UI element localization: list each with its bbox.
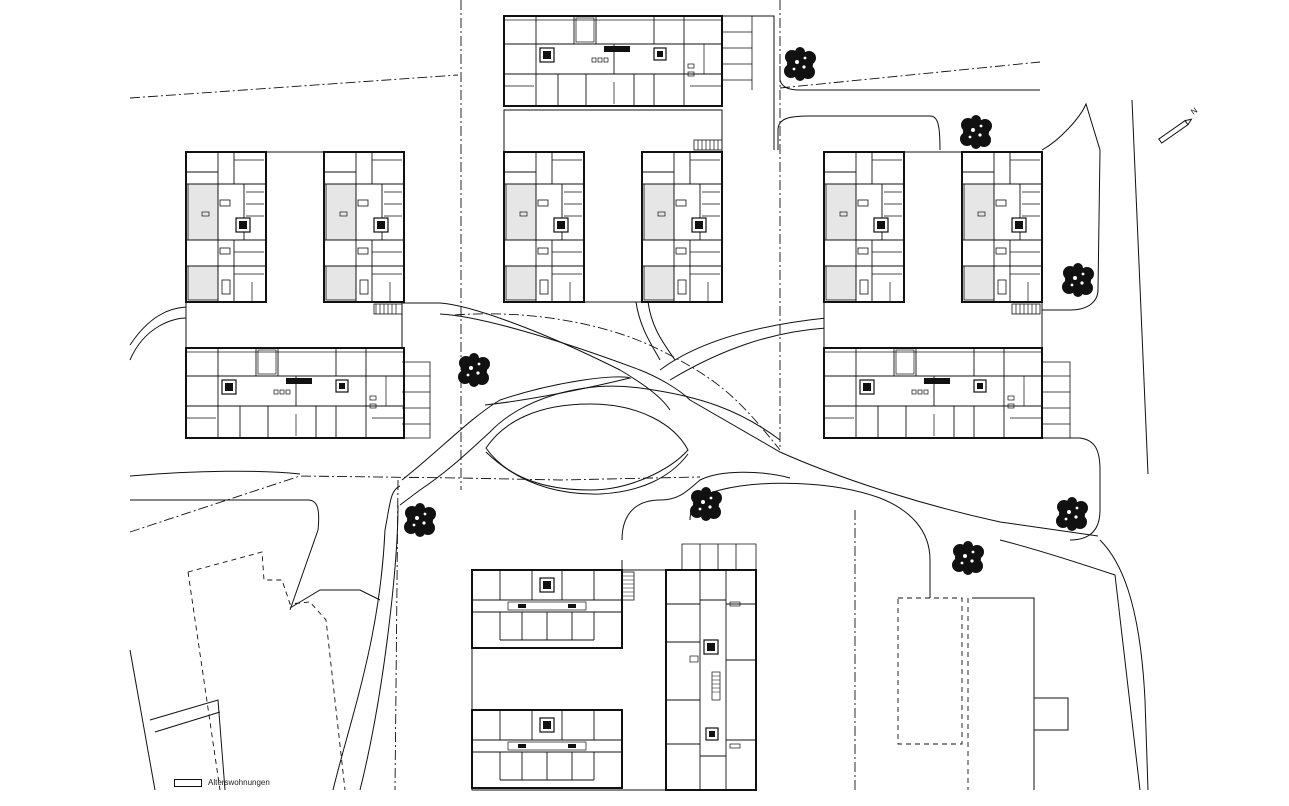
tree-icon — [1056, 497, 1088, 531]
legend: Alterswohnungen — [174, 778, 270, 787]
tree-icon — [690, 487, 722, 521]
tree-icon — [784, 47, 816, 81]
tree-icon — [1062, 263, 1094, 297]
legend-label: Alterswohnungen — [208, 778, 270, 787]
legend-swatch — [174, 778, 202, 787]
building-south — [471, 543, 757, 791]
tree-icon — [952, 541, 984, 575]
north-arrow-label: N — [1189, 106, 1199, 117]
neighbour-plots — [187, 551, 969, 791]
building-north — [503, 15, 753, 303]
roads-and-paths — [129, 15, 1149, 791]
building-northwest — [185, 151, 431, 439]
tree-icon — [960, 115, 992, 149]
tree-icon — [404, 503, 436, 537]
tree-icon — [458, 353, 490, 387]
north-arrow-icon: N — [1158, 106, 1199, 144]
building-northeast — [823, 151, 1071, 439]
